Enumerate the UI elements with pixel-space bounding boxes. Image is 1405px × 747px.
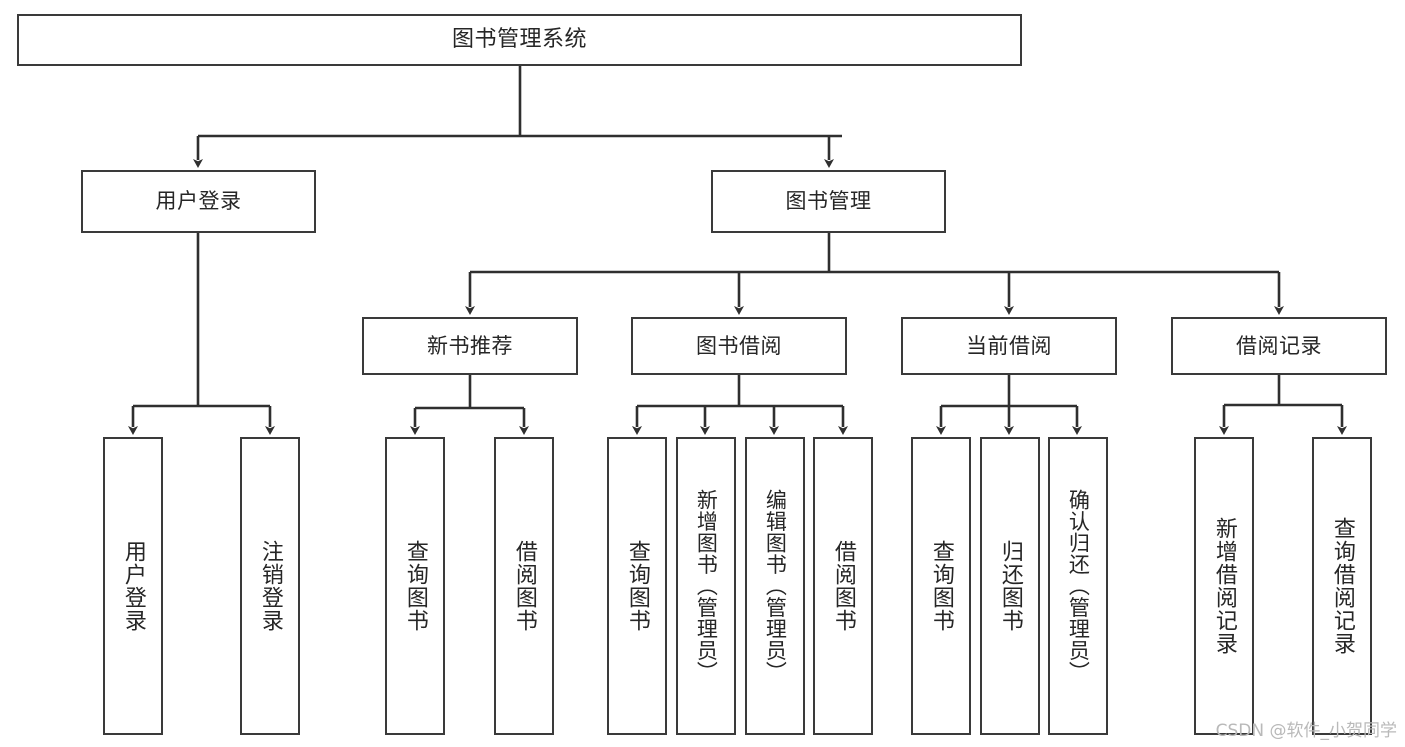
node-book-borrow[interactable]: 图书借阅 <box>631 317 847 375</box>
node-label: 编辑图书（管理员） <box>763 489 788 683</box>
node-label: 图书管理 <box>785 189 872 213</box>
node-book-management[interactable]: 图书管理 <box>711 170 946 233</box>
leaf-query-book-new-recommendation[interactable]: 查询图书 <box>385 437 445 735</box>
node-label: 查询图书 <box>624 540 650 632</box>
node-label: 确认归还（管理员） <box>1066 489 1091 683</box>
node-root-book-management-system[interactable]: 图书管理系统 <box>17 14 1022 66</box>
node-label: 用户登录 <box>155 189 242 213</box>
leaf-add-book-admin[interactable]: 新增图书（管理员） <box>676 437 736 735</box>
node-label: 借阅图书 <box>511 540 537 632</box>
node-label: 借阅记录 <box>1236 333 1322 358</box>
leaf-edit-book-admin[interactable]: 编辑图书（管理员） <box>745 437 805 735</box>
leaf-query-book-current[interactable]: 查询图书 <box>911 437 971 735</box>
node-user-login[interactable]: 用户登录 <box>81 170 316 233</box>
node-label: 图书管理系统 <box>451 27 587 52</box>
leaf-borrow-book[interactable]: 借阅图书 <box>813 437 873 735</box>
node-label: 归还图书 <box>997 540 1023 632</box>
leaf-user-login[interactable]: 用户登录 <box>103 437 163 735</box>
node-label: 新增图书（管理员） <box>694 489 719 683</box>
node-label: 借阅图书 <box>830 540 856 632</box>
leaf-add-borrow-record[interactable]: 新增借阅记录 <box>1194 437 1254 735</box>
node-label: 注销登录 <box>257 540 283 632</box>
node-new-book-recommendation[interactable]: 新书推荐 <box>362 317 578 375</box>
node-label: 新书推荐 <box>427 333 513 358</box>
leaf-query-book-borrow[interactable]: 查询图书 <box>607 437 667 735</box>
leaf-query-borrow-record[interactable]: 查询借阅记录 <box>1312 437 1372 735</box>
node-label: 查询图书 <box>928 540 954 632</box>
node-label: 图书借阅 <box>696 333 782 358</box>
node-label: 用户登录 <box>120 540 146 632</box>
leaf-confirm-return-admin[interactable]: 确认归还（管理员） <box>1048 437 1108 735</box>
node-label: 新增借阅记录 <box>1211 517 1237 655</box>
node-current-borrow[interactable]: 当前借阅 <box>901 317 1117 375</box>
leaf-borrow-book-new-recommendation[interactable]: 借阅图书 <box>494 437 554 735</box>
csdn-watermark: CSDN @软件_小贺同学 <box>1215 721 1397 741</box>
node-label: 查询借阅记录 <box>1329 517 1355 655</box>
node-borrow-record[interactable]: 借阅记录 <box>1171 317 1387 375</box>
leaf-logout[interactable]: 注销登录 <box>240 437 300 735</box>
node-label: 查询图书 <box>402 540 428 632</box>
leaf-return-book[interactable]: 归还图书 <box>980 437 1040 735</box>
node-label: 当前借阅 <box>966 333 1052 358</box>
